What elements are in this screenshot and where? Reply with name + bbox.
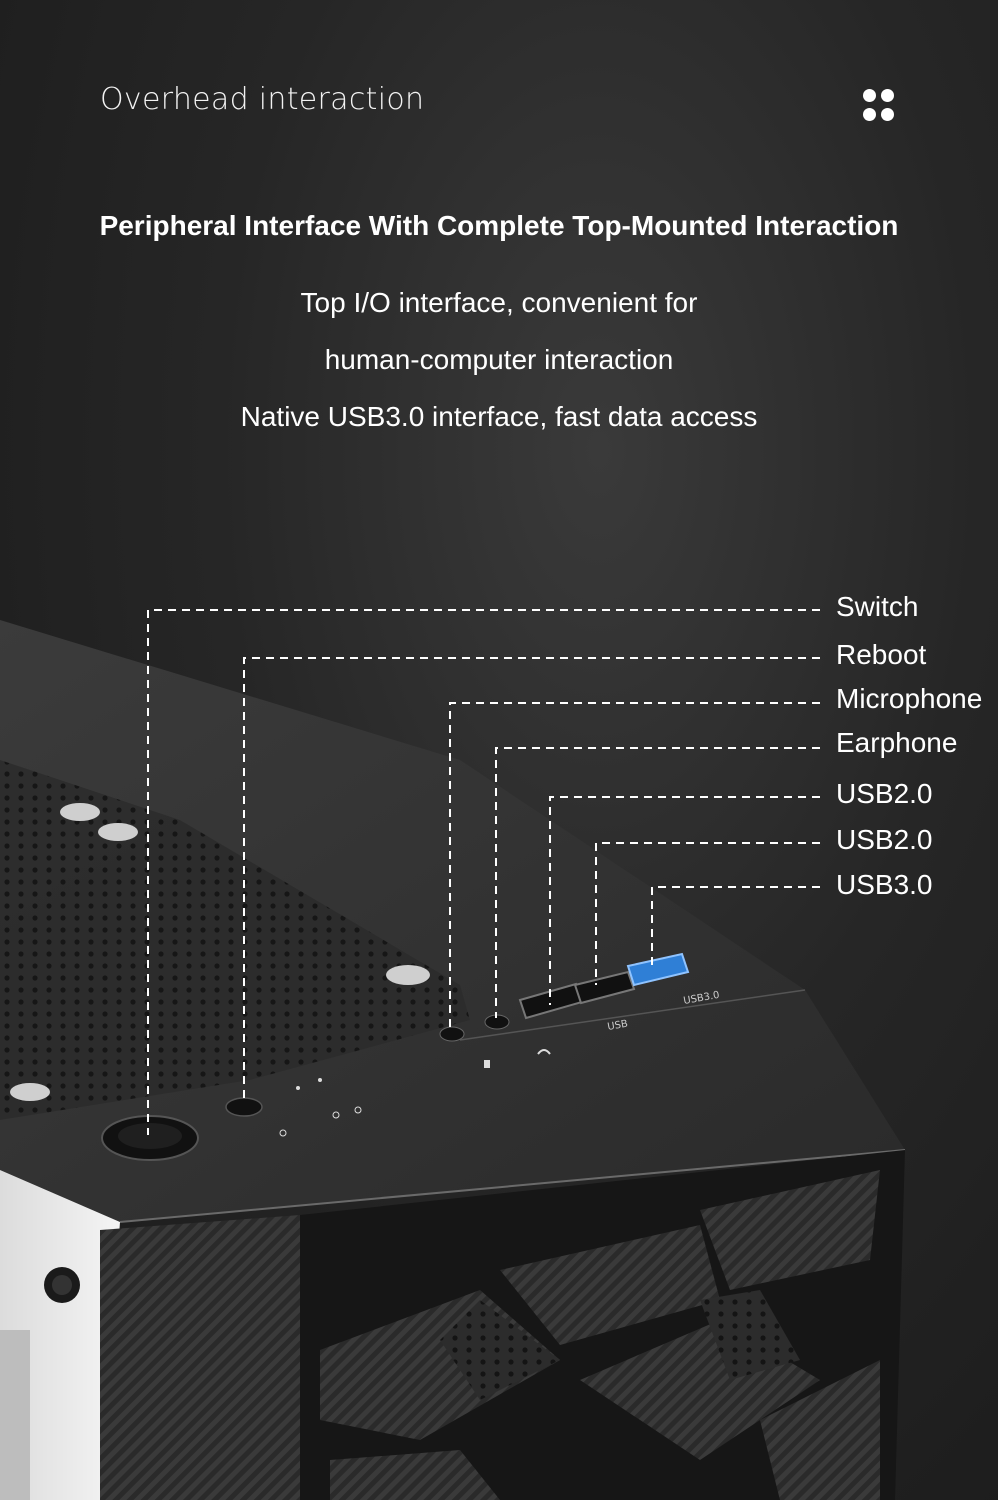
callout-usb2-2: USB2.0 xyxy=(836,824,933,855)
front-carbon-left xyxy=(100,1215,300,1500)
description-line-2: human-computer interaction xyxy=(324,344,674,375)
case-top-mesh xyxy=(0,760,470,1120)
headline: Peripheral Interface With Complete Top-M… xyxy=(99,210,899,241)
reboot-button xyxy=(225,1097,263,1117)
callout-usb3: USB3.0 xyxy=(836,869,933,900)
description-line-3: Native USB3.0 interface, fast data acces… xyxy=(240,401,758,432)
callout-microphone: Microphone xyxy=(836,683,983,714)
microphone-jack xyxy=(439,1026,465,1042)
callout-earphone: Earphone xyxy=(836,727,958,758)
callout-reboot: Reboot xyxy=(836,639,927,670)
dots-grid-icon[interactable] xyxy=(860,89,898,123)
callout-switch: Switch xyxy=(836,591,919,622)
usb2-port-2 xyxy=(573,970,636,1005)
callout-lines xyxy=(147,609,820,1135)
callout-usb2-1: USB2.0 xyxy=(836,778,933,809)
usb3-port xyxy=(626,952,690,987)
description-line-1: Top I/O interface, convenient for xyxy=(300,287,698,318)
usb2-marking: USB xyxy=(607,1019,629,1033)
page-title: Overhead interaction xyxy=(100,82,425,117)
